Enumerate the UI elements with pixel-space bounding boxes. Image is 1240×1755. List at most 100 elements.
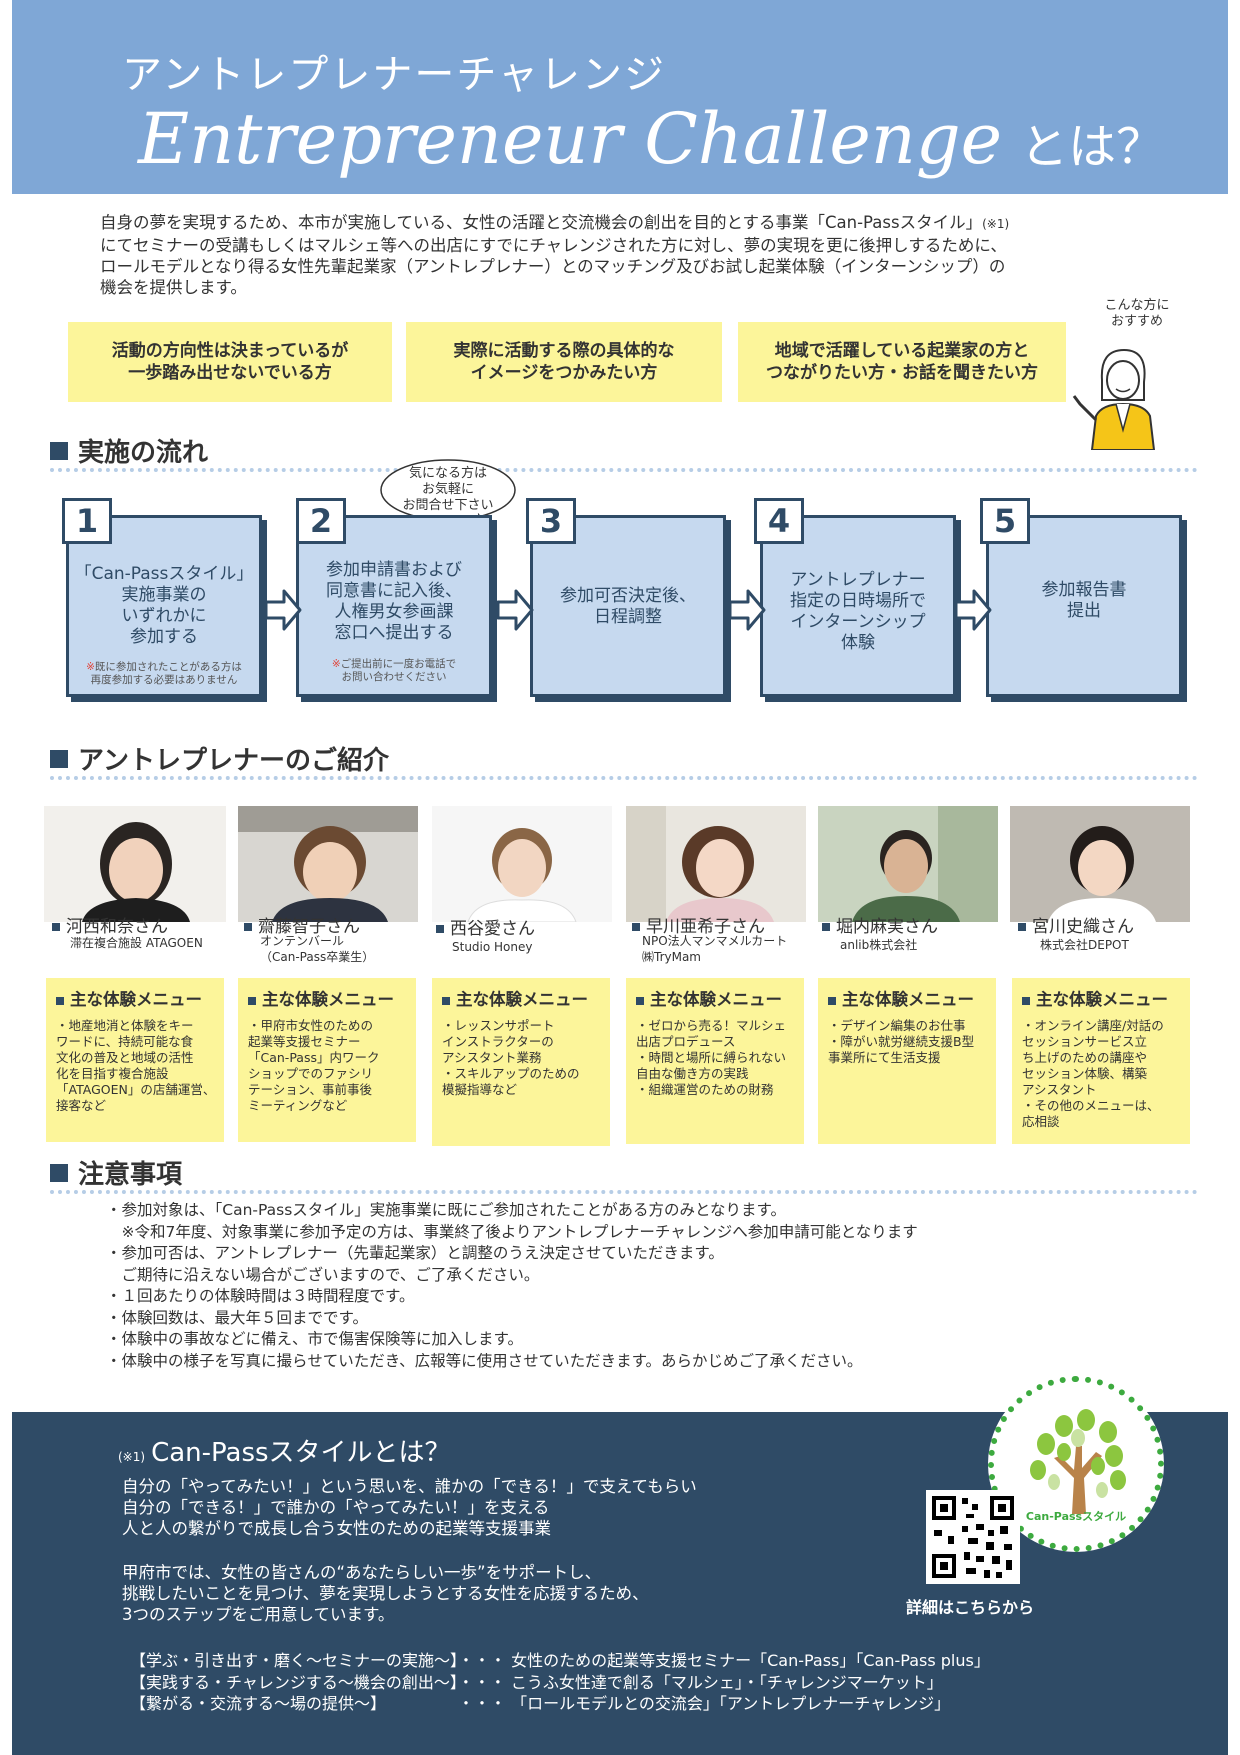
step-number-3: 3 — [526, 498, 576, 544]
name-marker — [244, 923, 252, 931]
menu-title: 主な体験メニュー — [636, 986, 796, 1010]
name-marker — [1018, 923, 1026, 931]
step-1-line4: 参加する — [130, 627, 198, 647]
note-item: ・体験中の様子を写真に撮らせていただき、広報等に使用させていただきます。あらかじ… — [106, 1351, 863, 1370]
menu-box: 主な体験メニュー ・オンライン講座/対話の セッションサービス立 ち上げのための… — [1012, 978, 1190, 1144]
entrepreneur-org: オンテンバール — [260, 934, 345, 948]
step-2-note1: ご提出前に一度お電話で — [340, 658, 457, 670]
footer-step-line: 【繋がる・交流する～場の提供～】 ・・・ 「ロールモデルとの交流会」「アントレプ… — [130, 1694, 951, 1713]
target-3-line1: 地域で活躍している起業家の方と — [774, 341, 1030, 361]
menu-title: 主な体験メニュー — [442, 986, 602, 1010]
entrepreneur-name: 河西和奈さん — [52, 912, 168, 937]
notes-title-text: 注意事項 — [78, 1160, 183, 1190]
name-marker — [632, 923, 640, 931]
name-marker — [436, 925, 444, 933]
footer-title-note: (※1) — [118, 1450, 146, 1464]
flow-section-title: 実施の流れ — [50, 432, 208, 469]
menu-title-text: 主な体験メニュー — [262, 990, 394, 1009]
step-2-note-mark: ※ — [331, 658, 341, 670]
portrait-photo — [626, 806, 806, 922]
entrepreneurs-title-text: アントレプレナーのご紹介 — [78, 746, 389, 776]
menu-line: ・ゼロから売る！マルシェ — [636, 1018, 787, 1033]
menu-line: 応相談 — [1022, 1114, 1060, 1129]
step-number-2: 2 — [296, 498, 346, 544]
step-box-4: アントレプレナー 指定の日時場所で インターンシップ 体験 — [760, 515, 956, 697]
menu-marker — [442, 996, 450, 1005]
entrepreneur-org: 株式会社DEPOT — [1040, 938, 1129, 952]
menu-title: 主な体験メニュー — [1022, 986, 1182, 1010]
footer-step-line: 【実践する・チャレンジする～機会の創出～】・・・ こうふ女性達で創る「マルシェ」… — [130, 1672, 943, 1692]
target-box-1: 活動の方向性は決まっているが一歩踏み出せないでいる方 — [68, 322, 392, 402]
step-5-line2: 提出 — [1067, 601, 1101, 621]
intro-line4: 機会を提供します。 — [100, 278, 247, 297]
target-box-2: 実際に活動する際の具体的なイメージをつかみたい方 — [406, 322, 722, 402]
intro-note: (※1) — [982, 217, 1010, 231]
menu-line: ・障がい就労継続支援B型 — [828, 1034, 975, 1049]
qr-code[interactable] — [926, 1490, 1020, 1584]
step-4-line3: インターンシップ — [790, 612, 926, 632]
menu-line: 文化の普及と地域の活性 — [56, 1050, 194, 1065]
header-subtitle: アントレプレナーチャレンジ — [122, 52, 666, 98]
qr-label: 詳細はこちらから — [906, 1598, 1035, 1617]
arrow-right-icon — [954, 589, 992, 631]
menu-line: ワードに、持続可能な食 — [56, 1034, 194, 1049]
portrait-photo — [432, 806, 612, 922]
step-number-4: 4 — [754, 498, 804, 544]
entrepreneur-name: 堀内麻実さん — [822, 912, 938, 937]
menu-box: 主な体験メニュー ・デザイン編集のお仕事 ・障がい就労継続支援B型 事業所にて生… — [818, 978, 996, 1144]
target-1-line2: 一歩踏み出せないでいる方 — [128, 363, 332, 383]
menu-title: 主な体験メニュー — [248, 986, 408, 1010]
qr-code-icon — [926, 1490, 1020, 1584]
menu-box: 主な体験メニュー ・地産地消と体験をキー ワードに、持続可能な食 文化の普及と地… — [46, 978, 224, 1142]
footer-line: 3つのステップをご用意しています。 — [122, 1605, 395, 1624]
note-item: ・参加可否は、アントレプレナー（先輩起業家）と調整のうえ決定させていただきます。 — [106, 1244, 724, 1262]
menu-title-text: 主な体験メニュー — [650, 990, 782, 1009]
footer-title: (※1)Can-Passスタイルとは？ — [118, 1432, 451, 1469]
step-4-line4: 体験 — [841, 633, 875, 653]
bubble-line3: お問合せ下さい — [402, 498, 494, 513]
name-marker — [822, 923, 830, 931]
pointing-woman-illustration — [1072, 348, 1156, 450]
footer-steps: 【学ぶ・引き出す・磨く～セミナーの実施～】・・・ 女性のための起業等支援セミナー… — [130, 1650, 990, 1715]
section-marker — [50, 441, 68, 460]
menu-text: ・オンライン講座/対話の セッションサービス立 ち上げのための講座や セッション… — [1022, 1018, 1182, 1130]
entrepreneur-org: Studio Honey — [452, 940, 533, 954]
menu-title: 主な体験メニュー — [56, 986, 216, 1010]
menu-line: セッションサービス立 — [1022, 1034, 1148, 1049]
name-marker — [52, 923, 60, 931]
footer-line: 人と人の繋がりで成長し合う女性のための起業等支援事業 — [122, 1519, 551, 1538]
recommend-line2: おすすめ — [1110, 314, 1163, 329]
entrepreneur-org: NPO法人マンマメルカート — [642, 934, 788, 948]
arrow-right-icon — [264, 589, 302, 631]
flow-divider — [50, 468, 1198, 472]
menu-marker — [1022, 996, 1030, 1005]
recommend-line1: こんな方に — [1104, 298, 1170, 313]
menu-line: ・組織運営のための財務 — [636, 1082, 774, 1097]
entrepreneur-name-text: 宮川史織さん — [1032, 917, 1134, 937]
arrow-right-icon — [728, 589, 766, 631]
portrait-photo — [1010, 806, 1190, 922]
menu-line: 化を目指す複合施設 — [56, 1066, 169, 1081]
menu-text: ・ゼロから売る！マルシェ 出店プロデュース ・時間と場所に縛られない 自由な働き… — [636, 1018, 796, 1098]
menu-marker — [56, 996, 64, 1005]
entrepreneur-name-text: 西谷愛さん — [450, 919, 535, 939]
menu-line: 模擬指導など — [442, 1082, 518, 1097]
step-1-line3: いずれかに — [121, 606, 207, 626]
note-item: ・体験回数は、最大年５回までです。 — [106, 1308, 368, 1327]
entrepreneur-name-text: 堀内麻実さん — [836, 917, 938, 937]
step-1-line2: 実施事業の — [121, 585, 207, 605]
menu-line: アシスタント業務 — [442, 1050, 542, 1065]
menu-line: セッション体験、構築 — [1022, 1066, 1148, 1081]
step-4-line2: 指定の日時場所で — [790, 591, 926, 611]
flow-title-text: 実施の流れ — [78, 438, 209, 468]
target-3-line2: つながりたい方・お話を聞きたい方 — [766, 363, 1038, 383]
menu-line: ち上げのための講座や — [1022, 1050, 1148, 1065]
menu-line: ・その他のメニューは、 — [1022, 1098, 1160, 1113]
menu-line: 事業所にて生活支援 — [828, 1050, 941, 1065]
target-1-line1: 活動の方向性は決まっているが — [111, 341, 349, 361]
notes-section-title: 注意事項 — [50, 1154, 182, 1191]
menu-text: ・レッスンサポート インストラクターの アシスタント業務 ・スキルアップのための… — [442, 1018, 602, 1098]
target-box-3: 地域で活躍している起業家の方とつながりたい方・お話を聞きたい方 — [738, 322, 1066, 402]
